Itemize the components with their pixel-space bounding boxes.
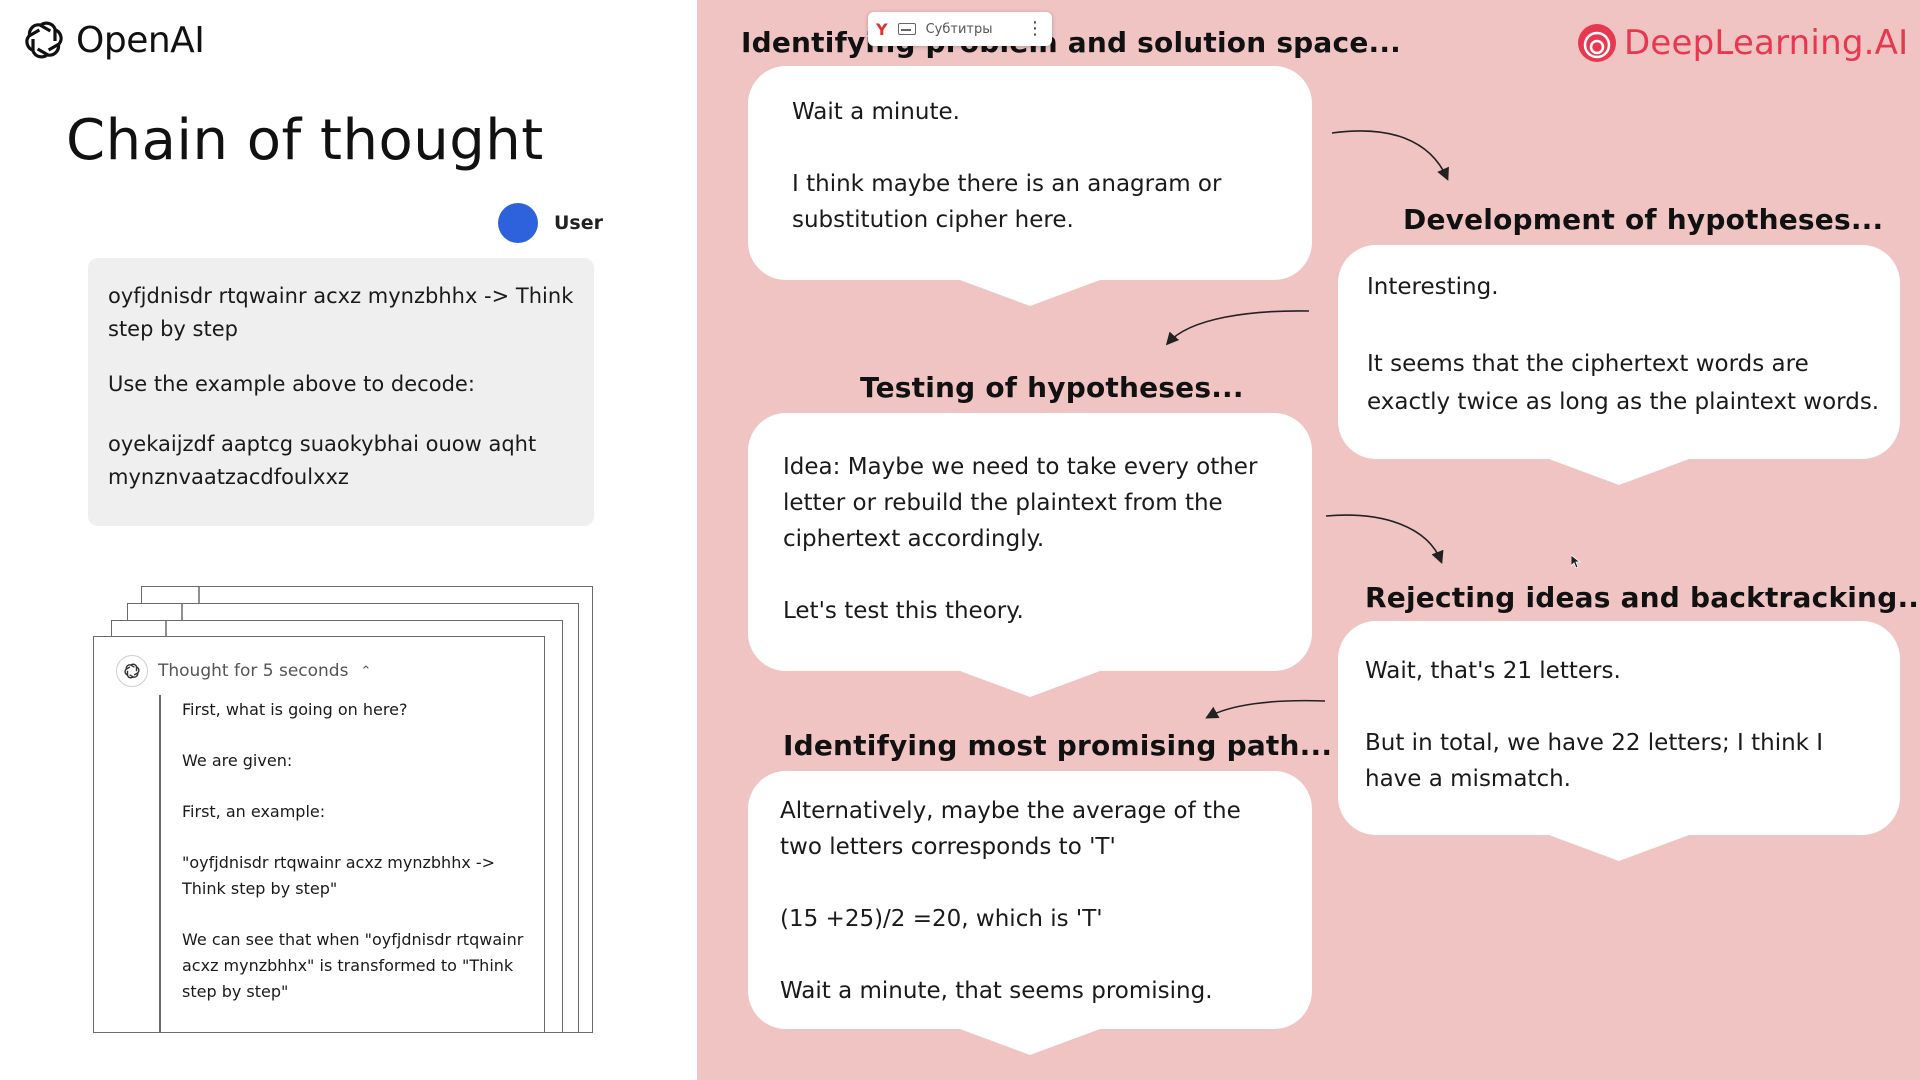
bubble-line: Wait a minute. [792,99,960,125]
more-options-icon[interactable]: ⋮ [1026,18,1044,39]
yandex-icon[interactable]: Y [876,19,888,39]
left-panel: OpenAI Chain of thought User oyfjdnisdr … [0,0,697,1080]
bubble-line: But in total, we have 22 letters; I thin… [1365,730,1824,792]
mouse-cursor-icon [1571,555,1581,569]
thought-line: "oyfjdnisdr rtqwainr acxz mynzbhhx -> Th… [182,853,496,898]
prompt-line: Use the example above to decode: [108,372,475,396]
bubble-rejecting: Wait, that's 21 letters. But in total, w… [1338,621,1900,861]
thought-rail [159,695,161,1033]
bubble-problem-space: Wait a minute. I think maybe there is an… [748,66,1312,306]
bubble-line: It seems that the ciphertext words are e… [1367,351,1880,415]
subtitles-icon[interactable] [897,23,916,35]
heading-rejecting: Rejecting ideas and backtracking... [1365,581,1920,614]
heading-testing: Testing of hypotheses... [860,371,1244,404]
deeplearning-brand-text: DeepLearning.AI [1624,23,1909,63]
openai-logo: OpenAI [18,14,205,66]
avatar [498,203,538,243]
thought-header-label: Thought for 5 seconds [158,661,349,681]
bubble-testing: Idea: Maybe we need to take every other … [748,413,1312,697]
thought-line: First, an example: [182,802,326,821]
slide-title: Chain of thought [66,108,544,173]
prompt-line: oyfjdnisdr rtqwainr acxz mynzbhhx -> Thi… [108,284,574,341]
thought-line: First, what is going on here? [182,700,408,719]
openai-knot-small-icon [124,663,140,679]
user-prompt-bubble: oyfjdnisdr rtqwainr acxz mynzbhhx -> Thi… [88,258,594,526]
openai-brand-text: OpenAI [76,19,205,61]
openai-small-icon [116,655,148,687]
bubble-hypotheses: Interesting. It seems that the ciphertex… [1338,245,1900,485]
bubble-promising-path: Alternatively, maybe the average of the … [748,771,1312,1055]
bubble-line: Wait a minute, that seems promising. [780,978,1213,1004]
subtitles-label[interactable]: Субтитры [925,21,993,37]
chevron-up-icon: ⌃ [360,663,372,679]
subtitles-toolbar[interactable]: Y Субтитры ⋮ [868,12,1052,46]
openai-knot-icon [25,21,63,59]
thought-body: First, what is going on here? We are giv… [182,697,542,1030]
bubble-line: I think maybe there is an anagram or sub… [792,171,1222,233]
user-row: User [498,203,603,243]
bubble-line: Interesting. [1367,274,1499,300]
bubble-line: Idea: Maybe we need to take every other … [783,454,1258,552]
thought-line: We are given: [182,751,293,770]
bubble-line: Wait, that's 21 letters. [1365,658,1621,684]
thought-line: We can see that when "oyfjdnisdr rtqwain… [182,930,524,1001]
user-label: User [554,212,603,234]
prompt-line: oyekaijzdf aaptcg suaokybhai ouow aqht m… [108,432,537,489]
thought-panel: Thought for 5 seconds ⌃ First, what is g… [93,636,545,1033]
bubble-line: Alternatively, maybe the average of the … [780,798,1241,860]
heading-problem-space: Identifying problem and solution space..… [741,26,1402,59]
thought-toggle[interactable]: Thought for 5 seconds ⌃ [116,655,371,687]
heading-hypotheses: Development of hypotheses... [1403,203,1884,236]
deeplearning-logo: DeepLearning.AI [1576,22,1908,64]
deeplearning-mark-icon [1578,24,1616,62]
heading-promising-path: Identifying most promising path... [783,729,1333,762]
bubble-line: Let's test this theory. [783,598,1024,624]
bubble-line: (15 +25)/2 =20, which is 'T' [780,906,1103,932]
